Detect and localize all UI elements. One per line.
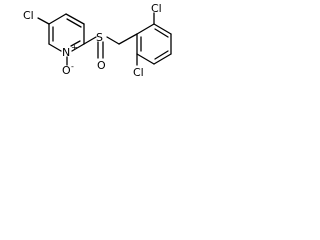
bond-c5-cl <box>37 17 50 25</box>
bond-c4-c5 <box>153 53 172 65</box>
atom-cl-pyridine: Cl <box>23 9 34 22</box>
bond-c5-c4 <box>48 13 67 25</box>
bond-c2-c3-double <box>154 28 169 38</box>
atom-n: N <box>62 46 70 59</box>
atom-o-sulfinyl: O <box>97 59 106 72</box>
bond-c2-s <box>83 36 97 45</box>
pyridine-ring <box>48 13 85 52</box>
dichlorophenyl-ring <box>136 23 172 65</box>
atom-o-n-oxide-charge: - <box>71 62 74 71</box>
bond-c2-n <box>71 43 85 52</box>
structure-diagram: Cl N + O - S O Cl Cl <box>23 2 172 79</box>
bond-c4-c5-double <box>154 50 169 60</box>
bond-c1-c2 <box>136 23 155 35</box>
atom-cl-top: Cl <box>151 2 162 15</box>
bond-c2-n-double <box>70 40 81 47</box>
bond-n-c6 <box>48 43 62 52</box>
atom-cl-bottom: Cl <box>133 66 144 79</box>
atom-s: S <box>96 31 103 44</box>
bond-c5-c6 <box>136 53 155 65</box>
atom-n-charge: + <box>71 43 78 52</box>
atom-o-n-oxide: O <box>62 64 71 77</box>
bond-c2-c3 <box>153 23 172 35</box>
bond-ch2-c1 <box>118 33 138 45</box>
bond-c4-c3 <box>65 13 85 25</box>
bond-c4-c3-double <box>66 18 82 28</box>
bond-s-ch2 <box>106 36 120 45</box>
